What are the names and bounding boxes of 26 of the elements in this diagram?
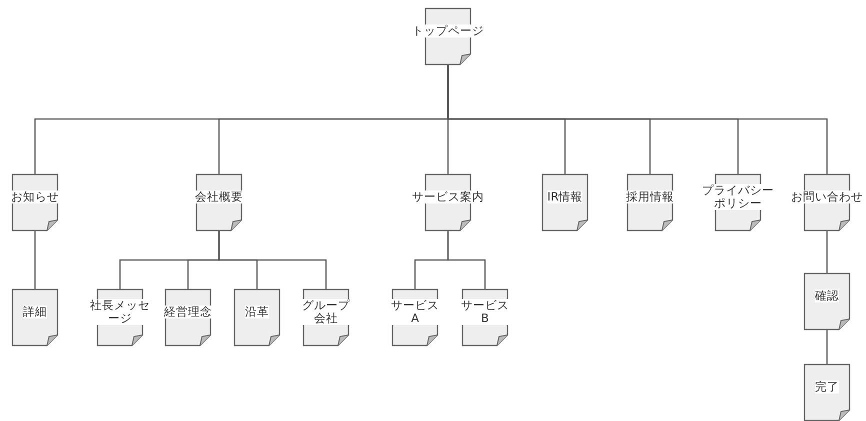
page-title: 会社概要 [195, 190, 243, 204]
document-page [627, 174, 673, 231]
connector-line [826, 231, 828, 273]
document-page [542, 174, 588, 231]
document-page [12, 289, 58, 346]
connector-line [447, 65, 828, 174]
document-page [196, 174, 242, 231]
page-title: 沿革 [245, 306, 269, 318]
page-title: お問い合わせ [791, 190, 863, 204]
document-page [804, 273, 850, 330]
page-title: 確認 [815, 290, 839, 302]
document-page [804, 364, 850, 421]
connector-line [34, 231, 36, 289]
page-title: 採用情報 [626, 190, 674, 204]
connector-line [218, 231, 327, 289]
document-page [234, 289, 280, 346]
connector-line [447, 231, 486, 289]
page-title: サービス案内 [412, 190, 484, 204]
page-title: 詳細 [23, 306, 47, 318]
page-title: IR情報 [547, 190, 583, 204]
page-title: お知らせ [11, 190, 59, 204]
document-page [165, 289, 211, 346]
page-title: 完了 [815, 380, 839, 394]
document-page [12, 174, 58, 231]
page-title: 経営理念 [164, 306, 212, 318]
connector-line [826, 330, 828, 364]
